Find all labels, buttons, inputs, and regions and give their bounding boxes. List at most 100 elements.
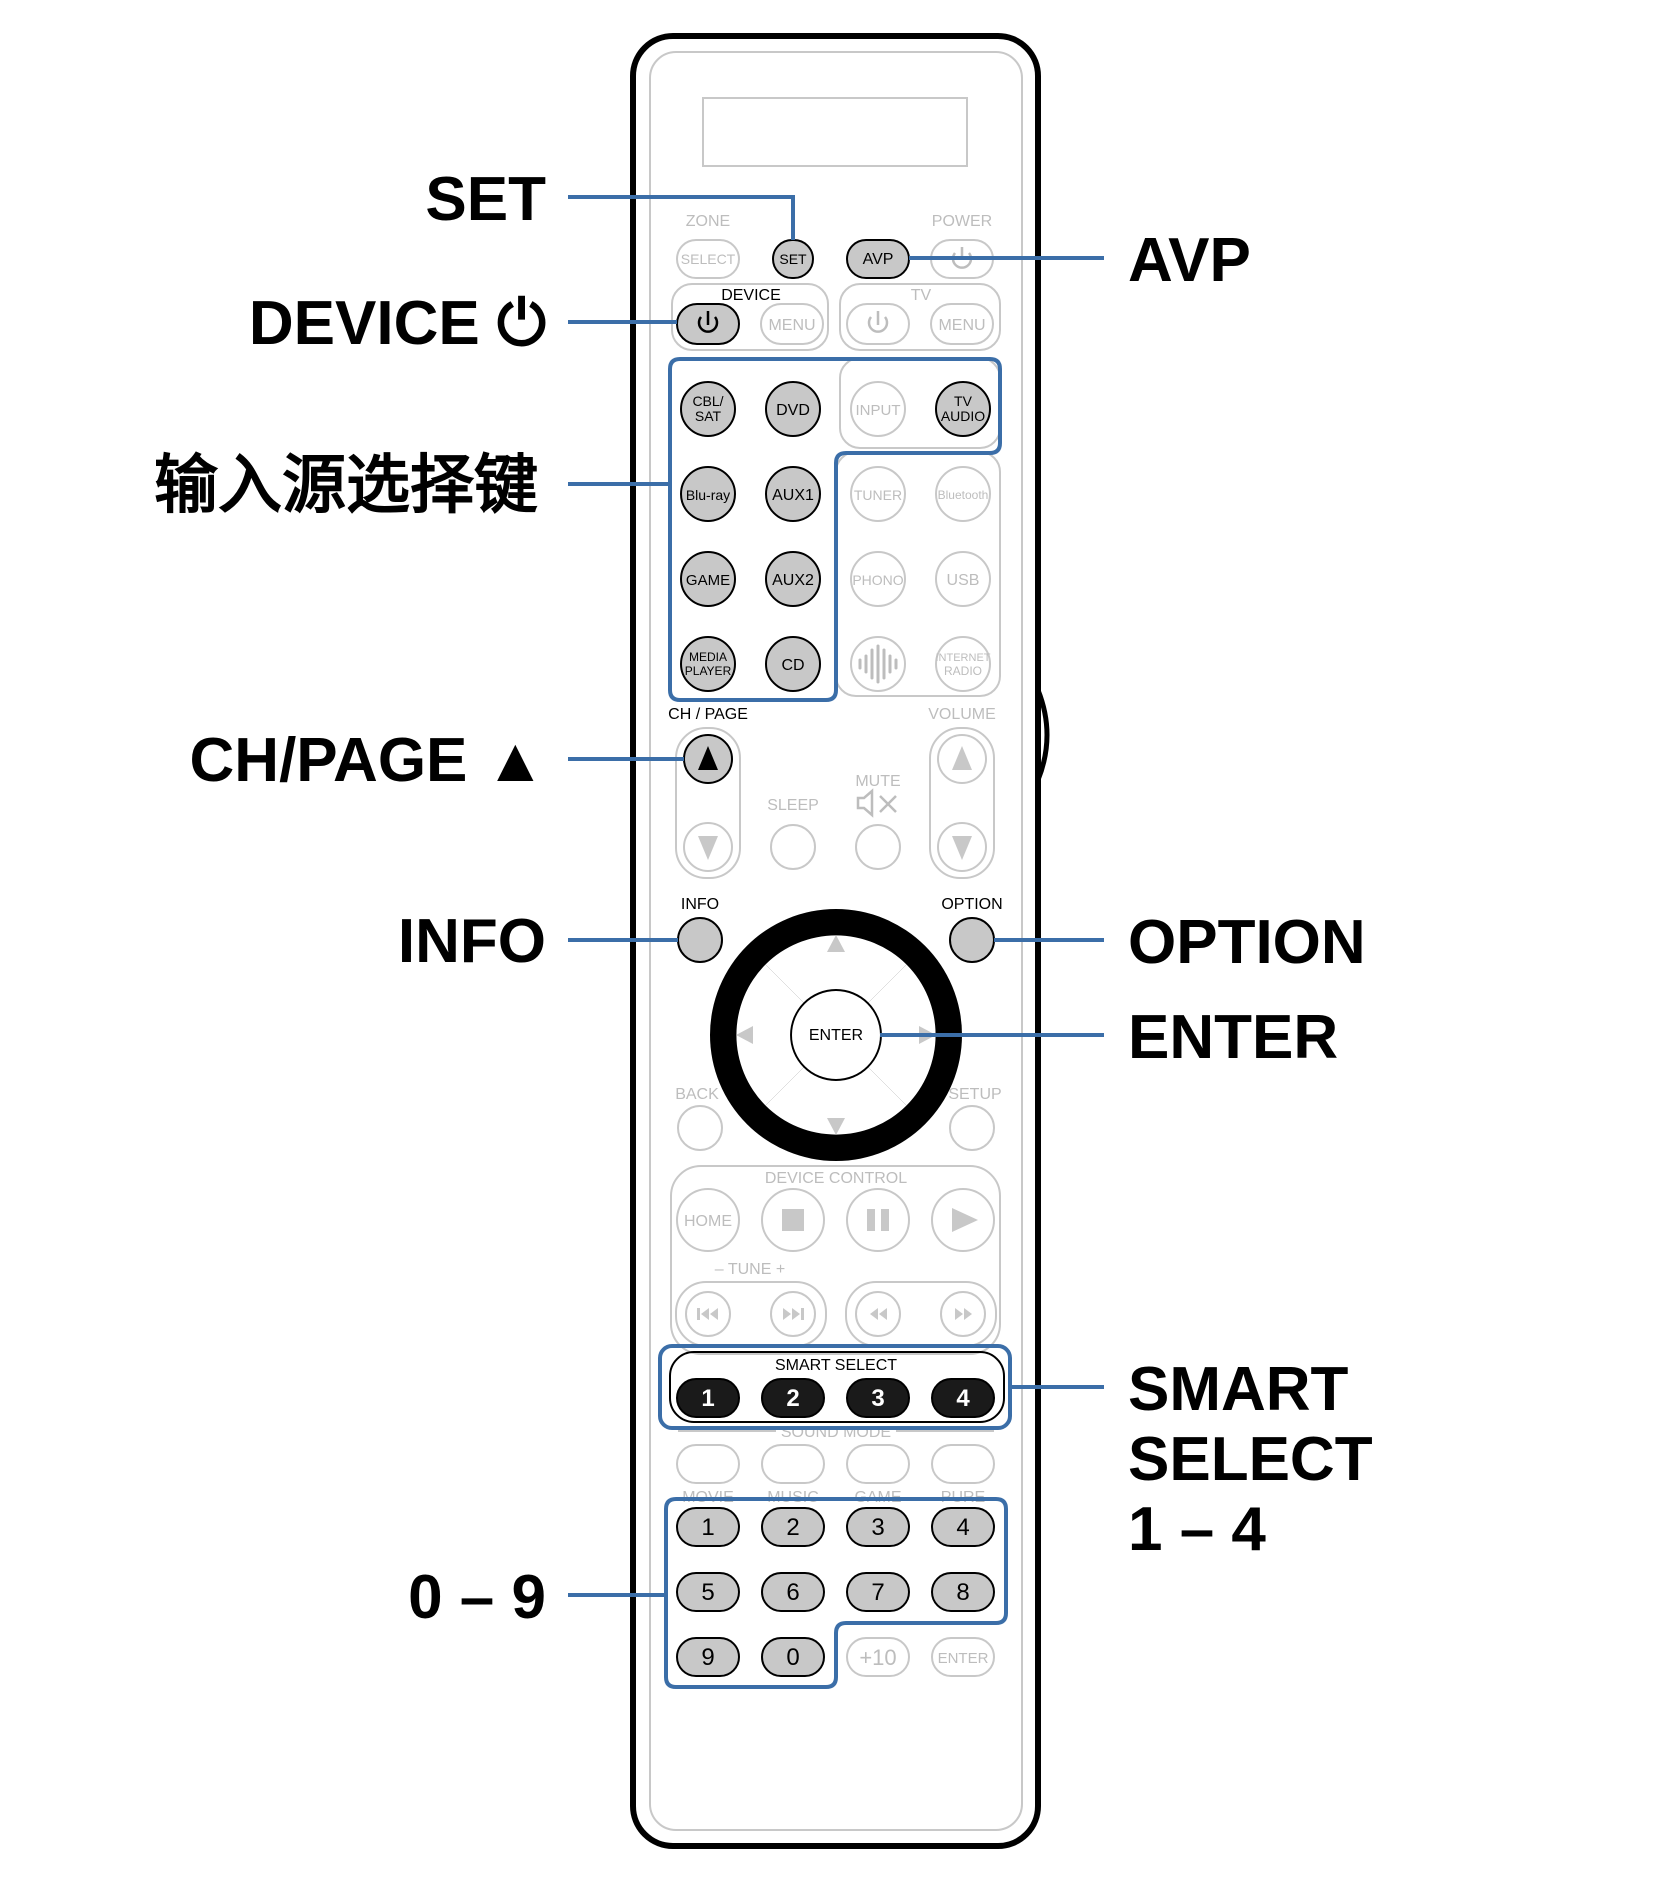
arrow-down-icon <box>827 1118 845 1135</box>
fast-forward-button[interactable] <box>940 1291 986 1337</box>
back-button[interactable] <box>677 1105 723 1151</box>
ch-page-up-button[interactable] <box>683 734 733 784</box>
bluetooth-button[interactable]: Bluetooth <box>935 466 991 522</box>
svg-text:2: 2 <box>786 1385 799 1412</box>
media-player-button[interactable]: MEDIA PLAYER <box>680 636 736 692</box>
svg-text:0: 0 <box>786 1644 799 1671</box>
pure-button[interactable] <box>931 1444 995 1484</box>
setup-label: SETUP <box>948 1086 1001 1103</box>
svg-text:GAME: GAME <box>686 572 730 589</box>
tv-power-button[interactable] <box>846 303 910 345</box>
svg-text:RADIO: RADIO <box>944 664 982 678</box>
ch-page-down-button[interactable] <box>683 822 733 872</box>
callout-option: OPTION <box>1128 908 1366 977</box>
dvd-button[interactable]: DVD <box>765 381 821 437</box>
info-button[interactable] <box>677 917 723 963</box>
svg-text:ENTER: ENTER <box>809 1027 863 1044</box>
number-4-button[interactable]: 4 <box>931 1507 995 1547</box>
pause-button[interactable] <box>846 1188 910 1252</box>
rewind-button[interactable] <box>855 1291 901 1337</box>
arrow-up-icon <box>827 935 845 952</box>
aux1-button[interactable]: AUX1 <box>765 466 821 522</box>
smart-select-4-button[interactable]: 4 <box>931 1378 995 1418</box>
aux2-button[interactable]: AUX2 <box>765 551 821 607</box>
blu-ray-button[interactable]: Blu-ray <box>680 466 736 522</box>
arrow-left-icon <box>736 1026 753 1044</box>
play-icon <box>952 1208 978 1232</box>
tuner-button[interactable]: TUNER <box>850 466 906 522</box>
svg-text:USB: USB <box>947 572 980 589</box>
play-button[interactable] <box>931 1188 995 1252</box>
number-5-button[interactable]: 5 <box>676 1572 740 1612</box>
number-1-button[interactable]: 1 <box>676 1507 740 1547</box>
heos-button[interactable] <box>850 636 906 692</box>
option-button[interactable] <box>949 917 995 963</box>
power-icon <box>867 311 889 333</box>
phono-button[interactable]: PHONO <box>850 551 906 607</box>
cd-button[interactable]: CD <box>765 636 821 692</box>
svg-text:SAT: SAT <box>695 408 722 424</box>
setup-button[interactable] <box>949 1105 995 1151</box>
callout-smart-select-line1: SMART <box>1128 1355 1349 1424</box>
svg-text:MEDIA: MEDIA <box>689 650 727 664</box>
number-pad: 1 2 3 4 5 6 7 8 <box>676 1507 995 1677</box>
pause-icon <box>867 1209 889 1231</box>
plus10-button[interactable]: +10 <box>846 1637 910 1677</box>
home-button[interactable]: HOME <box>676 1188 740 1252</box>
stop-button[interactable] <box>761 1188 825 1252</box>
sleep-button[interactable] <box>770 824 816 870</box>
movie-button[interactable] <box>676 1444 740 1484</box>
number-7-button[interactable]: 7 <box>846 1572 910 1612</box>
volume-down-button[interactable] <box>937 822 987 872</box>
volume-up-button[interactable] <box>937 734 987 784</box>
dpad-left-button[interactable] <box>736 964 804 1106</box>
number-3-button[interactable]: 3 <box>846 1507 910 1547</box>
internet-radio-button[interactable]: INTERNET RADIO <box>935 636 991 692</box>
smart-select-3-button[interactable]: 3 <box>846 1378 910 1418</box>
svg-text:Bluetooth: Bluetooth <box>938 488 989 502</box>
tune-up-button[interactable] <box>770 1291 816 1337</box>
callout-set: SET <box>425 165 546 234</box>
tv-menu-button[interactable]: MENU <box>930 303 994 345</box>
smart-select-section: SMART SELECT 1 2 3 4 <box>669 1351 1005 1423</box>
enter-button[interactable]: ENTER <box>792 991 880 1079</box>
device-menu-button[interactable]: MENU <box>760 303 824 345</box>
tv-audio-button[interactable]: TV AUDIO <box>935 381 991 437</box>
game-button[interactable]: GAME <box>680 551 736 607</box>
channel-volume-section: CH / PAGE VOLUME SLEEP MUTE <box>668 706 996 879</box>
tune-down-button[interactable] <box>685 1291 731 1337</box>
number-2-button[interactable]: 2 <box>761 1507 825 1547</box>
avp-button[interactable]: AVP <box>846 239 910 279</box>
cbl-sat-button[interactable]: CBL/ SAT <box>680 381 736 437</box>
svg-text:HOME: HOME <box>684 1213 732 1230</box>
mute-button[interactable] <box>855 824 901 870</box>
svg-text:1: 1 <box>701 1514 714 1541</box>
device-control-label: DEVICE CONTROL <box>765 1170 907 1187</box>
set-button[interactable]: SET <box>772 239 814 279</box>
device-label: DEVICE <box>721 287 781 304</box>
callout-smart-select-line3: 1 – 4 <box>1128 1495 1266 1564</box>
dpad-up-button[interactable] <box>765 935 907 1003</box>
number-6-button[interactable]: 6 <box>761 1572 825 1612</box>
smart-select-1-button[interactable]: 1 <box>676 1378 740 1418</box>
stop-icon <box>782 1209 804 1231</box>
number-8-button[interactable]: 8 <box>931 1572 995 1612</box>
input-button[interactable]: INPUT <box>850 381 906 437</box>
number-9-button[interactable]: 9 <box>676 1637 740 1677</box>
svg-text:4: 4 <box>956 1514 969 1541</box>
number-0-button[interactable]: 0 <box>761 1637 825 1677</box>
usb-button[interactable]: USB <box>935 551 991 607</box>
music-button[interactable] <box>761 1444 825 1484</box>
zone-select-button[interactable]: SELECT <box>676 239 740 279</box>
device-power-button[interactable] <box>676 303 740 345</box>
back-label: BACK <box>675 1086 719 1103</box>
svg-text:AUX2: AUX2 <box>772 572 814 589</box>
game-mode-button[interactable] <box>846 1444 910 1484</box>
svg-text:MENU: MENU <box>768 317 815 334</box>
info-label: INFO <box>681 896 719 913</box>
power-label: POWER <box>932 213 992 230</box>
dpad-down-button[interactable] <box>765 1067 907 1135</box>
smart-select-2-button[interactable]: 2 <box>761 1378 825 1418</box>
dpad: ENTER <box>710 909 962 1161</box>
number-enter-button[interactable]: ENTER <box>931 1637 995 1677</box>
